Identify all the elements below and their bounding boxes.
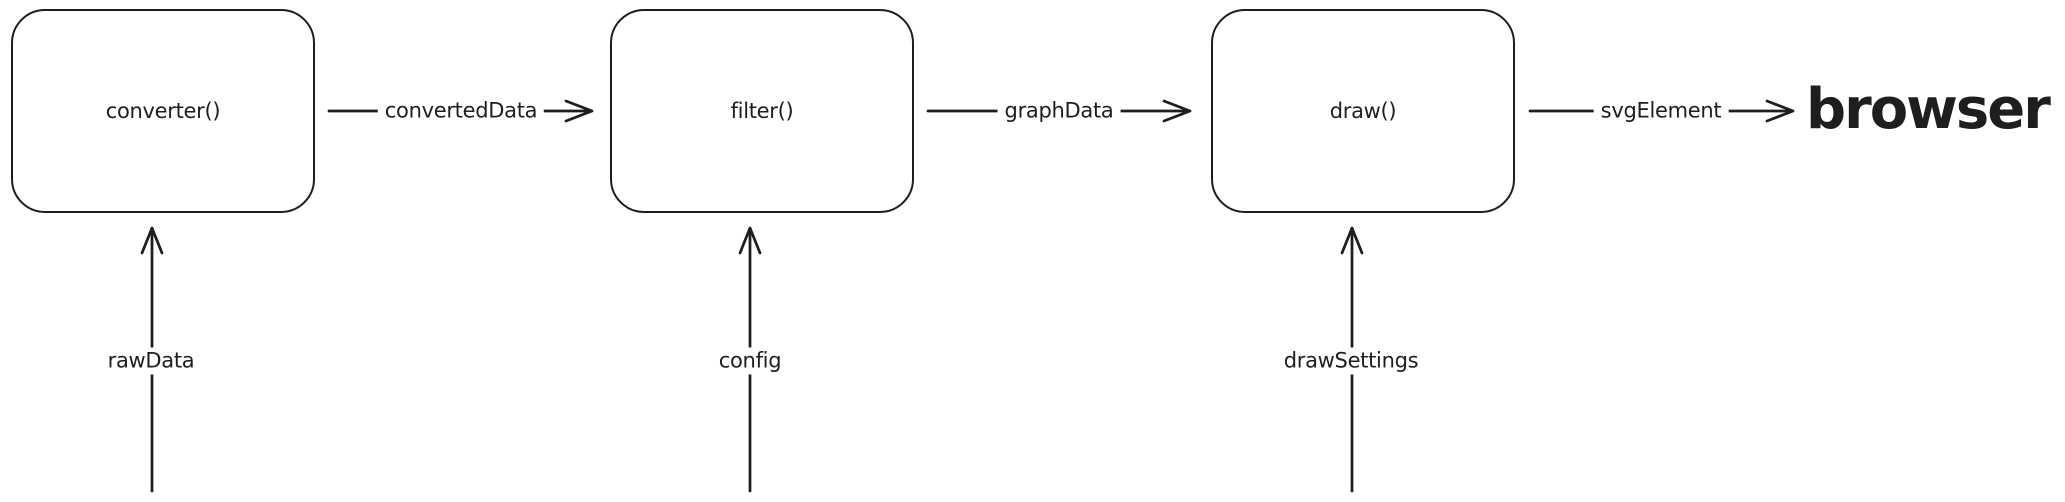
node-converter: converter() xyxy=(11,9,315,213)
edge-label-graphdata: graphData xyxy=(997,97,1121,125)
node-draw-label: draw() xyxy=(1329,99,1397,123)
node-filter-label: filter() xyxy=(730,99,794,123)
node-converter-label: converter() xyxy=(105,99,221,123)
edge-label-converteddata: convertedData xyxy=(377,97,545,125)
input-label-drawsettings: drawSettings xyxy=(1276,347,1426,375)
node-draw: draw() xyxy=(1211,9,1515,213)
input-label-config: config xyxy=(711,347,789,375)
input-label-rawdata: rawData xyxy=(100,347,202,375)
edge-label-svgelement: svgElement xyxy=(1593,97,1729,125)
node-filter: filter() xyxy=(610,9,914,213)
browser-sink-label: browser xyxy=(1806,76,2051,142)
